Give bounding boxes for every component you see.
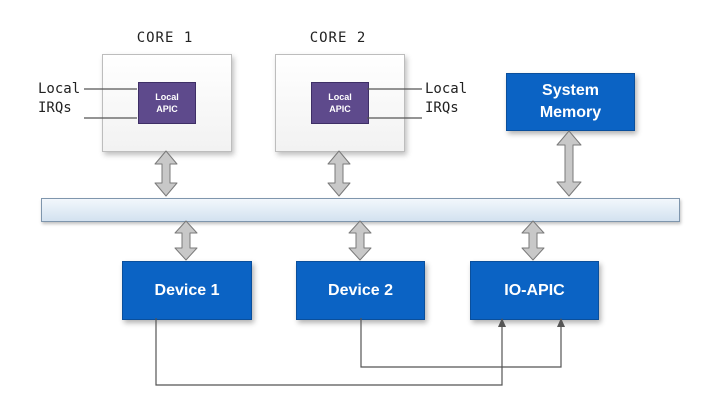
core-1-bus-arrow — [154, 150, 178, 197]
core-2-title: CORE 2 — [309, 30, 367, 46]
arrowhead-device-2 — [557, 318, 565, 327]
io-apic-box: IO-APIC — [470, 261, 599, 320]
arrowhead-device-1 — [498, 318, 506, 327]
core-1-local-apic: Local APIC — [138, 82, 196, 124]
device-1-box: Device 1 — [122, 261, 252, 320]
device-2-irq-wire — [360, 318, 562, 368]
bus-arrows — [154, 130, 582, 261]
system-memory-bus-arrow — [556, 130, 582, 197]
system-memory-box: System Memory — [506, 73, 635, 131]
device-1-irq-wire — [155, 318, 503, 386]
core-2-apic-line2: APIC — [329, 104, 351, 114]
core-1-irq-line1: Local — [38, 81, 81, 97]
interrupt-wire-arrowheads — [498, 318, 565, 327]
core-1-apic-line1: Local — [155, 92, 179, 102]
device-2-bus-arrow — [348, 220, 372, 261]
core-2-irq-line1: Local — [425, 81, 468, 97]
io-apic-bus-arrow — [521, 220, 545, 261]
core-1-box: Local APIC — [102, 54, 232, 152]
core-1-local-irqs-label: Local IRQs — [38, 80, 80, 118]
local-irq-lines — [84, 88, 422, 119]
interrupt-wires — [155, 318, 562, 386]
core-1-apic-line2: APIC — [156, 104, 178, 114]
core-2-local-irqs-label: Local IRQs — [425, 80, 467, 118]
core-2-box: Local APIC — [275, 54, 405, 152]
core-2-local-apic: Local APIC — [311, 82, 369, 124]
core-2-apic-line1: Local — [328, 92, 352, 102]
device-1-bus-arrow — [174, 220, 198, 261]
system-memory-line1: System — [542, 82, 599, 99]
core-2-bus-arrow — [327, 150, 351, 197]
system-memory-line2: Memory — [539, 104, 602, 121]
core-1-title: CORE 1 — [136, 30, 194, 46]
core-2-irq-line2: IRQs — [425, 100, 459, 116]
core-1-irq-line2: IRQs — [38, 100, 72, 116]
system-bus — [41, 198, 680, 222]
